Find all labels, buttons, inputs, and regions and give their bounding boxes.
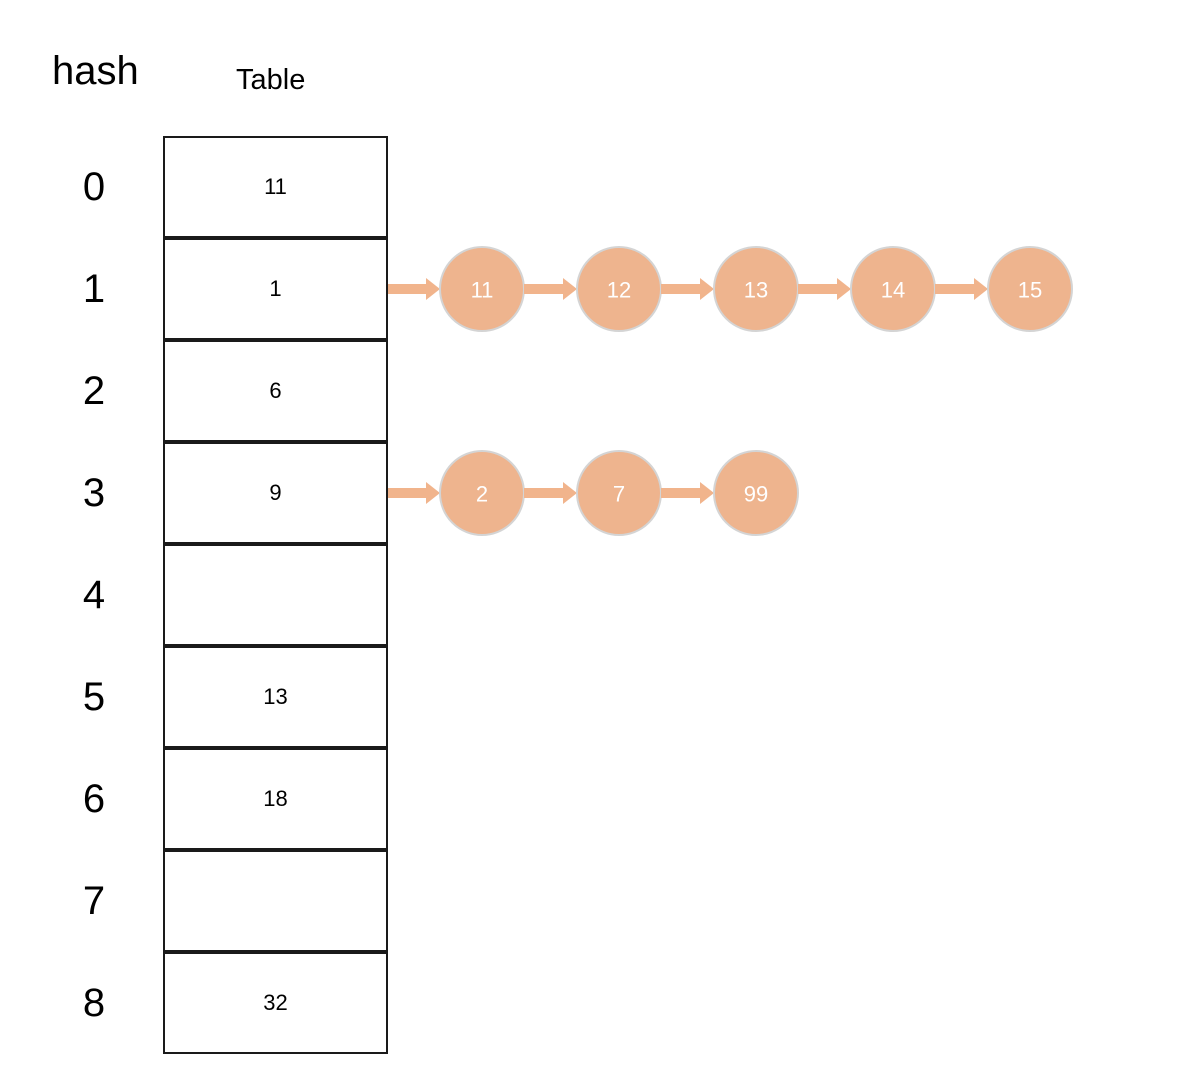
chain-node-value: 7 [613, 482, 625, 507]
table-cell [163, 544, 388, 646]
chain-arrow-head [563, 482, 577, 504]
chain-arrow-shaft [388, 284, 428, 294]
table-cell: 9 [163, 442, 388, 544]
chain-node-value: 13 [744, 278, 768, 303]
hash-index-label: 3 [82, 471, 106, 515]
chain-node-value: 2 [476, 482, 488, 507]
chain-arrow-shaft [524, 488, 565, 498]
chain-node-value: 99 [744, 482, 768, 507]
hash-index-label: 1 [82, 267, 106, 311]
table-cell-value: 32 [263, 990, 288, 1015]
chain-arrow-shaft [661, 284, 702, 294]
hash-index-label: 5 [82, 675, 106, 719]
chain-node [987, 246, 1073, 332]
chain-node-value: 12 [607, 278, 631, 303]
table-cell: 6 [163, 340, 388, 442]
table-cell-value: 6 [269, 378, 282, 403]
table-cell: 32 [163, 952, 388, 1054]
chain-arrow-head [426, 482, 440, 504]
hash-index-label: 6 [82, 777, 106, 821]
table-cell-value: 1 [269, 276, 282, 301]
chain-arrow-head [700, 278, 714, 300]
table-cell-value: 11 [264, 174, 287, 199]
chain-arrow-head [837, 278, 851, 300]
table-cell: 18 [163, 748, 388, 850]
chain-arrow-shaft [388, 488, 428, 498]
hash-index-label: 0 [82, 165, 106, 209]
table-cell: 1 [163, 238, 388, 340]
hash-column-header: hash [52, 49, 139, 93]
chain-node-value: 11 [471, 278, 494, 303]
hash-index-label: 7 [82, 879, 106, 923]
table-column-header: Table [236, 64, 306, 96]
chain-node-value: 15 [1018, 278, 1042, 303]
hash-index-label: 8 [82, 981, 106, 1025]
chain-arrow-head [974, 278, 988, 300]
chain-arrow-head [563, 278, 577, 300]
chain-arrow-head [700, 482, 714, 504]
chain-node [713, 450, 799, 536]
table-cell-value: 9 [269, 480, 282, 505]
chain-node-value: 14 [881, 278, 905, 303]
table-cell: 13 [163, 646, 388, 748]
chain-arrow-shaft [661, 488, 702, 498]
hash-index-label: 4 [82, 573, 106, 617]
table-cell-value: 18 [263, 786, 288, 811]
chain-arrow-shaft [798, 284, 839, 294]
table-cell-value: 13 [263, 684, 288, 709]
table-cell: 11 [163, 136, 388, 238]
chain-arrow-shaft [935, 284, 976, 294]
chain-arrow-shaft [524, 284, 565, 294]
chain-arrow-head [426, 278, 440, 300]
table-cell [163, 850, 388, 952]
hash-index-label: 2 [82, 369, 106, 413]
